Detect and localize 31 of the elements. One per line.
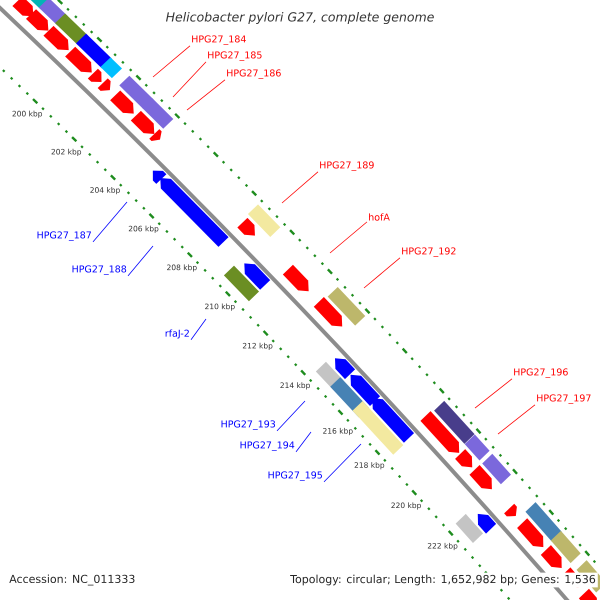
leader-line: [474, 378, 512, 408]
gene-label: HPG27_196: [514, 368, 568, 378]
leader-line: [172, 61, 206, 98]
gene-label: HPG27_193: [222, 420, 276, 430]
gene-label: HPG27_188: [72, 265, 126, 275]
leader-line: [498, 404, 536, 434]
genome-summary-label: Topology: circular; Length: 1,652,982 bp; Genes: 1,536: [288, 572, 598, 588]
leader-line: [190, 318, 206, 340]
gene-label: HPG27_197: [537, 394, 591, 404]
gene-label: HPG27_192: [402, 247, 456, 257]
gene-label: HPG27_195: [268, 471, 322, 481]
leader-line: [128, 246, 154, 276]
gene-label: HPG27_194: [240, 441, 294, 451]
gene-label: hofA: [369, 213, 390, 221]
gene-label: HPG27_185: [208, 51, 262, 61]
gene-label: HPG27_189: [320, 161, 374, 171]
leader-line: [92, 202, 128, 242]
leader-line: [282, 171, 318, 204]
accession-label: Accession: NC_011333: [7, 572, 138, 588]
gene-label: rfaJ-2: [166, 329, 189, 339]
gene-label: HPG27_184: [192, 35, 246, 45]
leader-line: [186, 79, 226, 110]
leader-line: [276, 400, 306, 432]
leader-line: [324, 444, 362, 482]
leader-line: [152, 45, 190, 78]
leader-line: [296, 432, 312, 452]
leader-line: [364, 257, 400, 288]
gene-label: HPG27_187: [38, 231, 91, 241]
title: Helicobacter pylori G27, complete genome: [166, 12, 434, 24]
leader-line: [330, 221, 368, 254]
gene-label: HPG27_186: [227, 69, 281, 79]
